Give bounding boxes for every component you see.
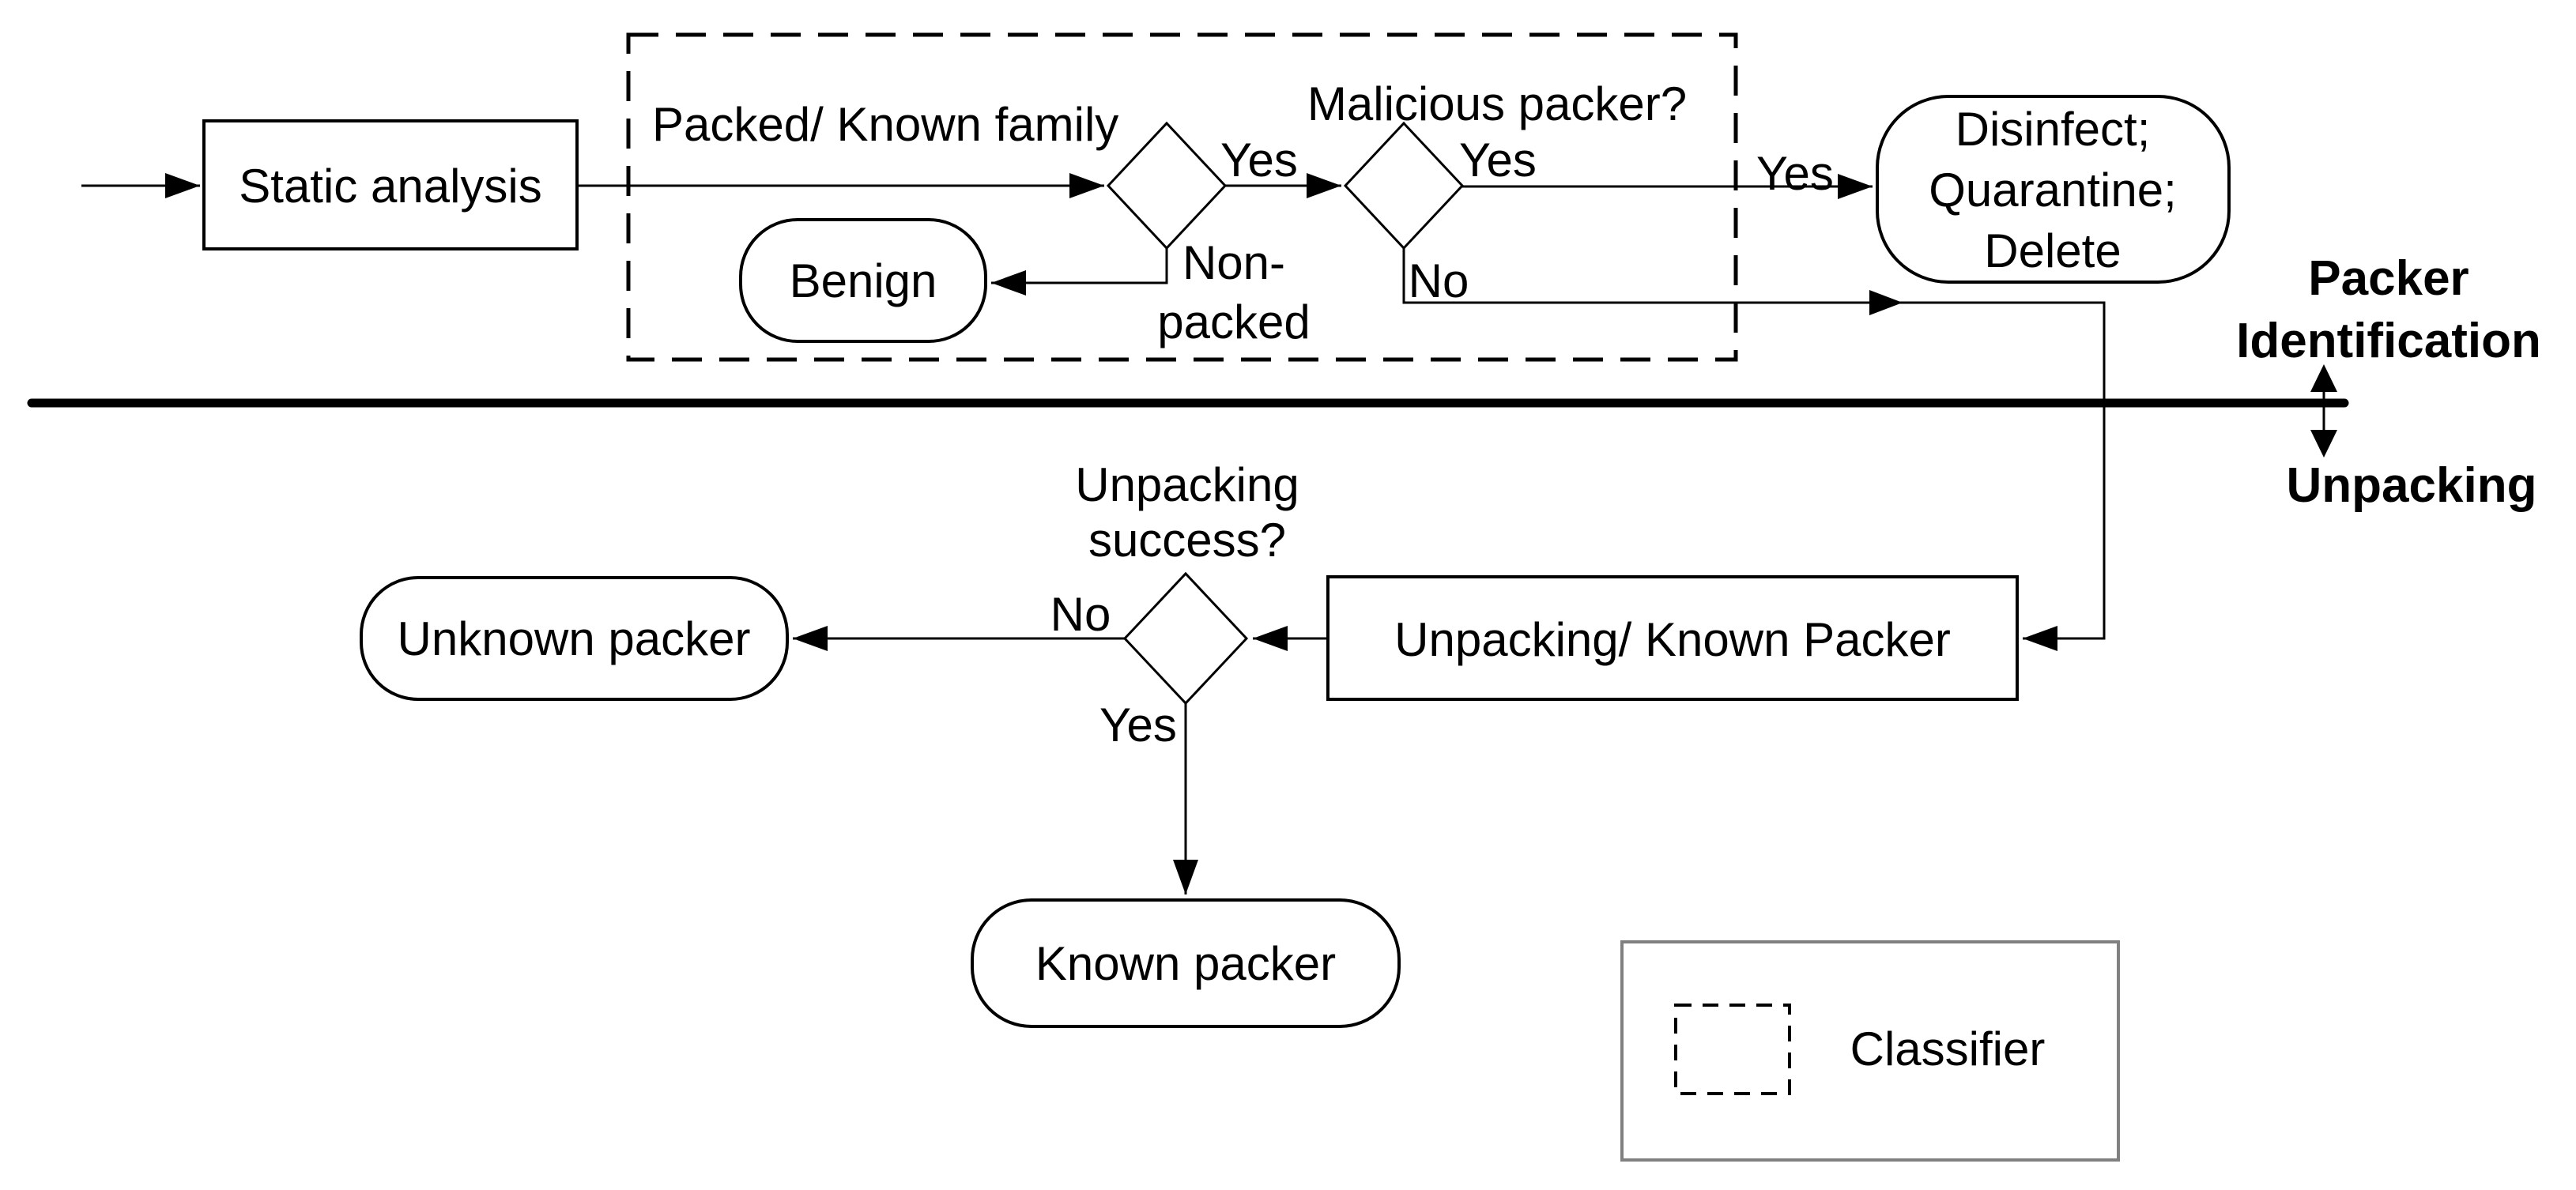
edge-label-yes-malicious: Yes: [1459, 134, 1537, 186]
edge-label-packed-known-family: Packed/ Known family: [652, 98, 1118, 151]
edge-nonpacked-to-benign: [991, 248, 1168, 296]
legend: Classifier: [1620, 940, 2120, 1162]
unknown-packer-node: Unknown packer: [360, 576, 789, 701]
known-packer-oval: [971, 898, 1401, 1028]
static-analysis-node: Static analysis: [202, 119, 579, 250]
unpacking-success-question: Unpacking success?: [1075, 458, 1299, 567]
benign-node: Benign: [739, 218, 987, 343]
arrowhead-down-icon: [2310, 430, 2337, 458]
unpacking-success-line1: Unpacking: [1075, 458, 1299, 511]
edge-label-no-malicious: No: [1409, 254, 1469, 307]
packer-identification-line1: Packer: [2308, 251, 2469, 306]
unpacking-success-diamond: [1122, 571, 1249, 706]
unknown-packer-label: Unknown packer: [398, 612, 751, 665]
benign-oval: [739, 218, 987, 343]
edge-label-no-unpacking: No: [1050, 588, 1111, 641]
static-analysis-label: Static analysis: [239, 160, 542, 213]
legend-classifier-swatch: [1674, 1004, 1791, 1095]
phase-double-arrow: [2310, 364, 2337, 458]
edge-label-yes-packed: Yes: [1220, 134, 1298, 186]
non-packed-line1: Non-: [1182, 236, 1285, 289]
disinfect-oval: [1876, 95, 2231, 284]
known-packer-node: Known packer: [971, 898, 1401, 1028]
section-label-unpacking: Unpacking: [2287, 458, 2537, 513]
benign-label: Benign: [790, 254, 937, 307]
disinfect-label-line2: Quarantine;: [1929, 164, 2177, 217]
section-label-packer-identification: Packer Identification: [2236, 251, 2541, 368]
unpacking-known-packer-label: Unpacking/ Known Packer: [1394, 613, 1951, 666]
packer-identification-line2: Identification: [2236, 314, 2541, 368]
edge-label-non-packed: Non- packed: [1157, 236, 1310, 348]
edge-label-malicious-packer: Malicious packer?: [1307, 77, 1687, 130]
arrowhead-up-icon: [2310, 364, 2337, 392]
disinfect-label-line3: Delete: [1984, 224, 2121, 277]
unpacking-known-packer-node: Unpacking/ Known Packer: [1326, 575, 2019, 701]
edge-label-yes-unpacking: Yes: [1099, 699, 1177, 751]
edge-no-to-unpacking-box: [1402, 248, 2106, 651]
unknown-packer-oval: [360, 576, 789, 701]
edge-label-yes-disinfect: Yes: [1756, 147, 1834, 200]
unpacking-success-line2: success?: [1088, 514, 1286, 567]
disinfect-label-line1: Disinfect;: [1956, 103, 2151, 156]
legend-classifier-label: Classifier: [1850, 1022, 2046, 1075]
non-packed-line2: packed: [1157, 296, 1310, 348]
known-packer-label: Known packer: [1035, 937, 1336, 990]
disinfect-node: Disinfect; Quarantine; Delete: [1876, 95, 2231, 284]
arrowhead-right-midline-icon: [1869, 290, 1903, 315]
